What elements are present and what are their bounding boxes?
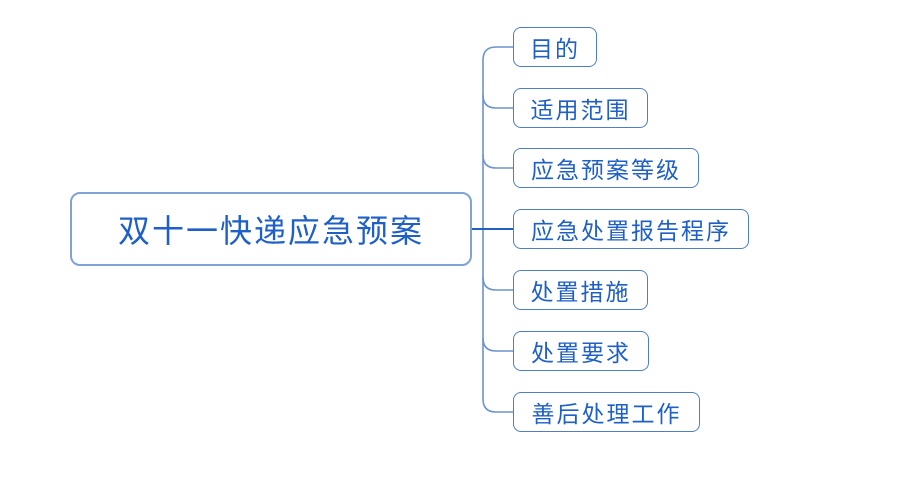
branch-node-aftermath[interactable]: 善后处理工作 (513, 392, 700, 432)
root-node[interactable]: 双十一快递应急预案 (70, 192, 472, 266)
branch-node-label: 应急处置报告程序 (531, 219, 731, 244)
connector-elbow-branch2 (482, 94, 513, 109)
branch-node-label: 善后处理工作 (531, 402, 682, 427)
branch-node-plan-level[interactable]: 应急预案等级 (513, 148, 699, 188)
branch-node-label: 处置要求 (531, 341, 631, 366)
root-node-label: 双十一快递应急预案 (117, 213, 424, 249)
branch-node-label: 适用范围 (530, 98, 631, 123)
branch-node-label: 应急预案等级 (531, 158, 681, 183)
connector-elbow-branch5 (482, 276, 513, 291)
connector-elbow-branch3 (482, 154, 513, 169)
branch-node-purpose[interactable]: 目的 (513, 27, 597, 67)
branch-node-label: 处置措施 (530, 280, 631, 305)
branch-node-scope[interactable]: 适用范围 (513, 88, 648, 128)
connector-elbow-branch6 (482, 337, 513, 352)
branch-node-measures[interactable]: 处置措施 (513, 270, 648, 310)
branch-node-requirements[interactable]: 处置要求 (513, 331, 649, 371)
branch-node-label: 目的 (530, 37, 580, 62)
branch-node-report-procedure[interactable]: 应急处置报告程序 (513, 209, 749, 249)
